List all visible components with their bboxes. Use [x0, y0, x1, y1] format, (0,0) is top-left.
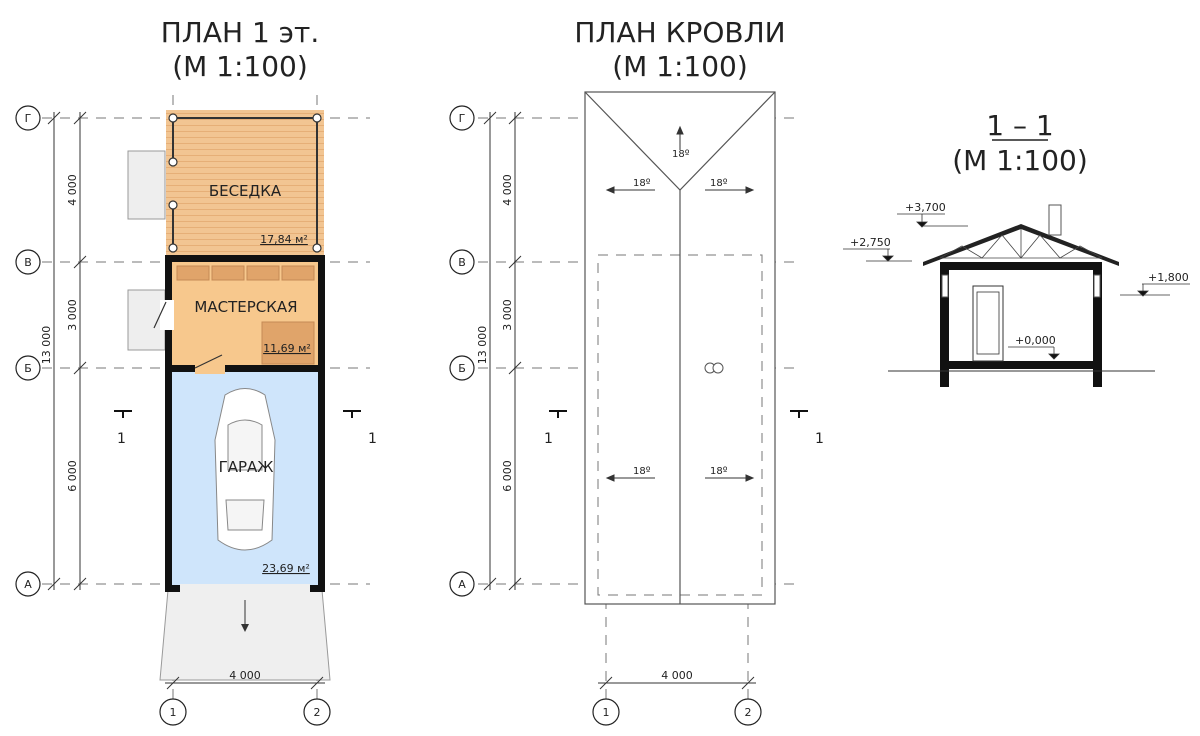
- axis-markers: Г В Б А 1 2: [15, 105, 331, 726]
- chimney: [1048, 204, 1062, 236]
- level-label: +3,700: [905, 201, 946, 214]
- section-view: 1 – 1 (М 1:100) +3,700 +2,750 +1,800: [843, 109, 1190, 387]
- dim-segment: 3 000: [501, 299, 514, 331]
- wall: [940, 262, 949, 387]
- svg-text:Г: Г: [25, 112, 32, 125]
- dim-width: 4 000: [661, 669, 693, 682]
- steps: [127, 150, 166, 220]
- slope-arrows: [605, 125, 755, 482]
- section-title: 1 – 1: [986, 109, 1053, 142]
- window: [941, 274, 949, 298]
- svg-text:В: В: [24, 256, 32, 269]
- section-label: 1: [815, 431, 824, 447]
- chimney-icon: [704, 362, 724, 374]
- dim-segment: 3 000: [66, 299, 79, 331]
- room-besedka[interactable]: [166, 110, 324, 258]
- svg-text:Г: Г: [459, 112, 466, 125]
- door[interactable]: [160, 300, 174, 330]
- plan2-scale: (М 1:100): [612, 50, 748, 83]
- section-label: 1: [368, 431, 377, 447]
- dim-width: 4 000: [229, 669, 261, 682]
- roof-plan: ПЛАН КРОВЛИ (М 1:100) 18º 18º 18º 18º 18…: [449, 16, 824, 726]
- steps: [127, 289, 166, 351]
- dim-total: 13 000: [476, 326, 489, 365]
- wall: [1093, 262, 1102, 387]
- level-label: +2,750: [850, 236, 891, 249]
- plan1-scale: (М 1:100): [172, 50, 308, 83]
- section-mark: [114, 410, 361, 418]
- room-area: 23,69 м²: [262, 562, 310, 575]
- svg-text:В: В: [458, 256, 466, 269]
- section-label: 1: [117, 431, 126, 447]
- slope-label: 18º: [672, 149, 690, 160]
- room-area: 17,84 м²: [260, 233, 308, 246]
- level-label: +0,000: [1015, 334, 1056, 347]
- car-icon: [214, 388, 276, 551]
- section-scale: (М 1:100): [952, 144, 1088, 177]
- slope-label: 18º: [710, 178, 728, 189]
- shelves: [176, 265, 315, 365]
- plan1-title: ПЛАН 1 эт.: [161, 16, 320, 49]
- dim-segment: 6 000: [501, 460, 514, 492]
- axis-markers: Г В Б А 1 2: [449, 105, 762, 726]
- svg-text:Б: Б: [24, 362, 32, 375]
- room-area: 11,69 м²: [263, 342, 311, 355]
- dim-total: 13 000: [40, 326, 53, 365]
- floor-plan: ПЛАН 1 эт. (М 1:100): [15, 16, 377, 726]
- dim-segment: 6 000: [66, 460, 79, 492]
- svg-text:Б: Б: [458, 362, 466, 375]
- slope-label: 18º: [633, 178, 651, 189]
- svg-text:А: А: [458, 578, 466, 591]
- window: [1093, 274, 1101, 298]
- plan2-title: ПЛАН КРОВЛИ: [574, 16, 785, 49]
- columns: [168, 113, 322, 253]
- slope-label: 18º: [710, 466, 728, 477]
- room-name: МАСТЕРСКАЯ: [194, 298, 297, 316]
- dim-segment: 4 000: [501, 174, 514, 206]
- slope-label: 18º: [633, 466, 651, 477]
- dimension-lines: [47, 111, 325, 690]
- svg-text:1: 1: [603, 706, 610, 719]
- section-mark: [549, 410, 808, 418]
- room-name: ГАРАЖ: [219, 458, 274, 476]
- section-label: 1: [544, 431, 553, 447]
- svg-text:А: А: [24, 578, 32, 591]
- svg-text:1: 1: [170, 706, 177, 719]
- door: [972, 285, 1004, 362]
- svg-text:2: 2: [314, 706, 321, 719]
- svg-text:2: 2: [745, 706, 752, 719]
- level-label: +1,800: [1148, 271, 1189, 284]
- level-markers: [843, 213, 1190, 360]
- dim-segment: 4 000: [66, 174, 79, 206]
- room-name: БЕСЕДКА: [209, 182, 282, 200]
- floor-slab: [940, 361, 1102, 369]
